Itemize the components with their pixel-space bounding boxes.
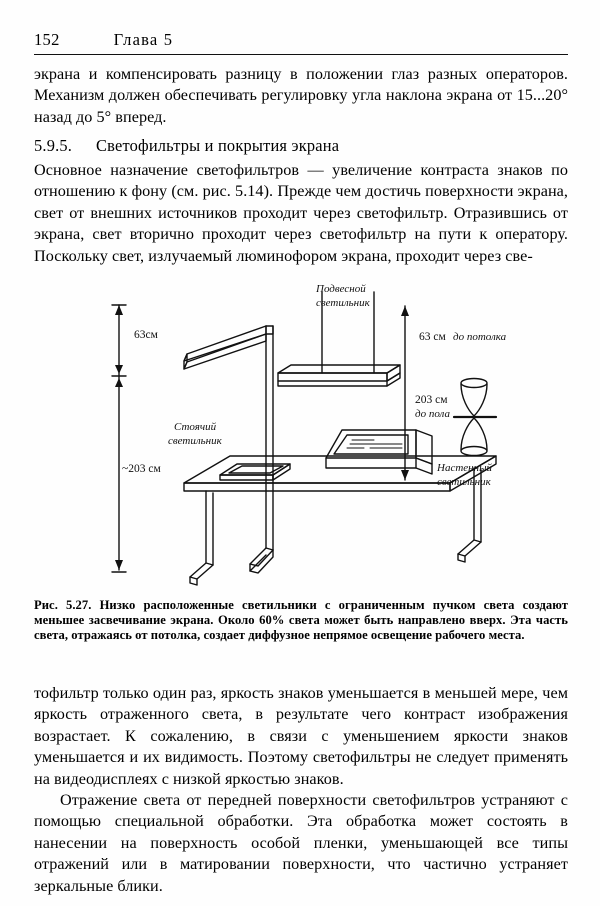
pendant-lamp-label-line2: светильник (316, 297, 371, 309)
floor-lamp-label-line1: Стоячий (174, 421, 217, 433)
wall-lamp-icon (452, 377, 498, 457)
to-ceiling-unit: до потолка (453, 331, 507, 343)
figure-illustration: 63см ~203 см Стоячий светильник Подвесно… (111, 283, 507, 586)
section-title: Светофильтры и покрытия экрана (96, 136, 340, 155)
desk-icon (183, 455, 497, 586)
page-header: 152 Глава 5 (34, 30, 568, 56)
wall-lamp-label-line2: светильник (437, 476, 492, 488)
to-floor-value: 203 см (415, 394, 448, 406)
dimension-label-top: 63см (134, 329, 159, 341)
paragraph-text: экрана и компенсировать разницу в положе… (34, 65, 568, 126)
body-paragraph-top: экрана и компенсировать разницу в положе… (34, 64, 568, 128)
figure-caption-label: Рис. 5.27. (34, 598, 92, 612)
section-heading: 5.9.5. Светофильтры и покрытия экрана (34, 135, 568, 156)
dimension-label-bottom: ~203 см (122, 463, 161, 475)
body-paragraph-intro: Основное назначение светофильтров — увел… (34, 160, 568, 267)
paragraph-text: Основное назначение светофильтров — увел… (34, 161, 568, 265)
dimension-line-left (111, 304, 127, 573)
figure-5-27: 63см ~203 см Стоячий светильник Подвесно… (34, 278, 568, 596)
body-paragraphs-lower: тофильтр только один раз, яркость знаков… (34, 683, 568, 897)
to-ceiling-value: 63 см (419, 331, 446, 343)
chapter-label: Глава 5 (113, 30, 174, 49)
paragraph-text: Отражение света от передней поверхности … (34, 791, 568, 895)
pendant-lamp-icon (277, 291, 401, 387)
floor-lamp-icon (183, 325, 274, 574)
dimension-line-right (401, 305, 409, 481)
figure-caption-text: Низко расположенные светильники с ограни… (34, 598, 568, 643)
page-number: 152 (34, 30, 60, 49)
pendant-lamp-label-line1: Подвесной (315, 283, 366, 295)
figure-caption: Рис. 5.27. Низко расположенные светильни… (34, 598, 568, 643)
paragraph-text: тофильтр только один раз, яркость знаков… (34, 684, 568, 788)
header-rule (34, 54, 568, 55)
monitor-icon (325, 429, 433, 475)
keyboard-icon (219, 463, 291, 481)
floor-lamp-label-line2: светильник (168, 435, 223, 447)
section-number: 5.9.5. (34, 136, 73, 155)
wall-lamp-label-line1: Настенный (436, 462, 493, 474)
to-floor-unit: до пола (415, 408, 450, 420)
